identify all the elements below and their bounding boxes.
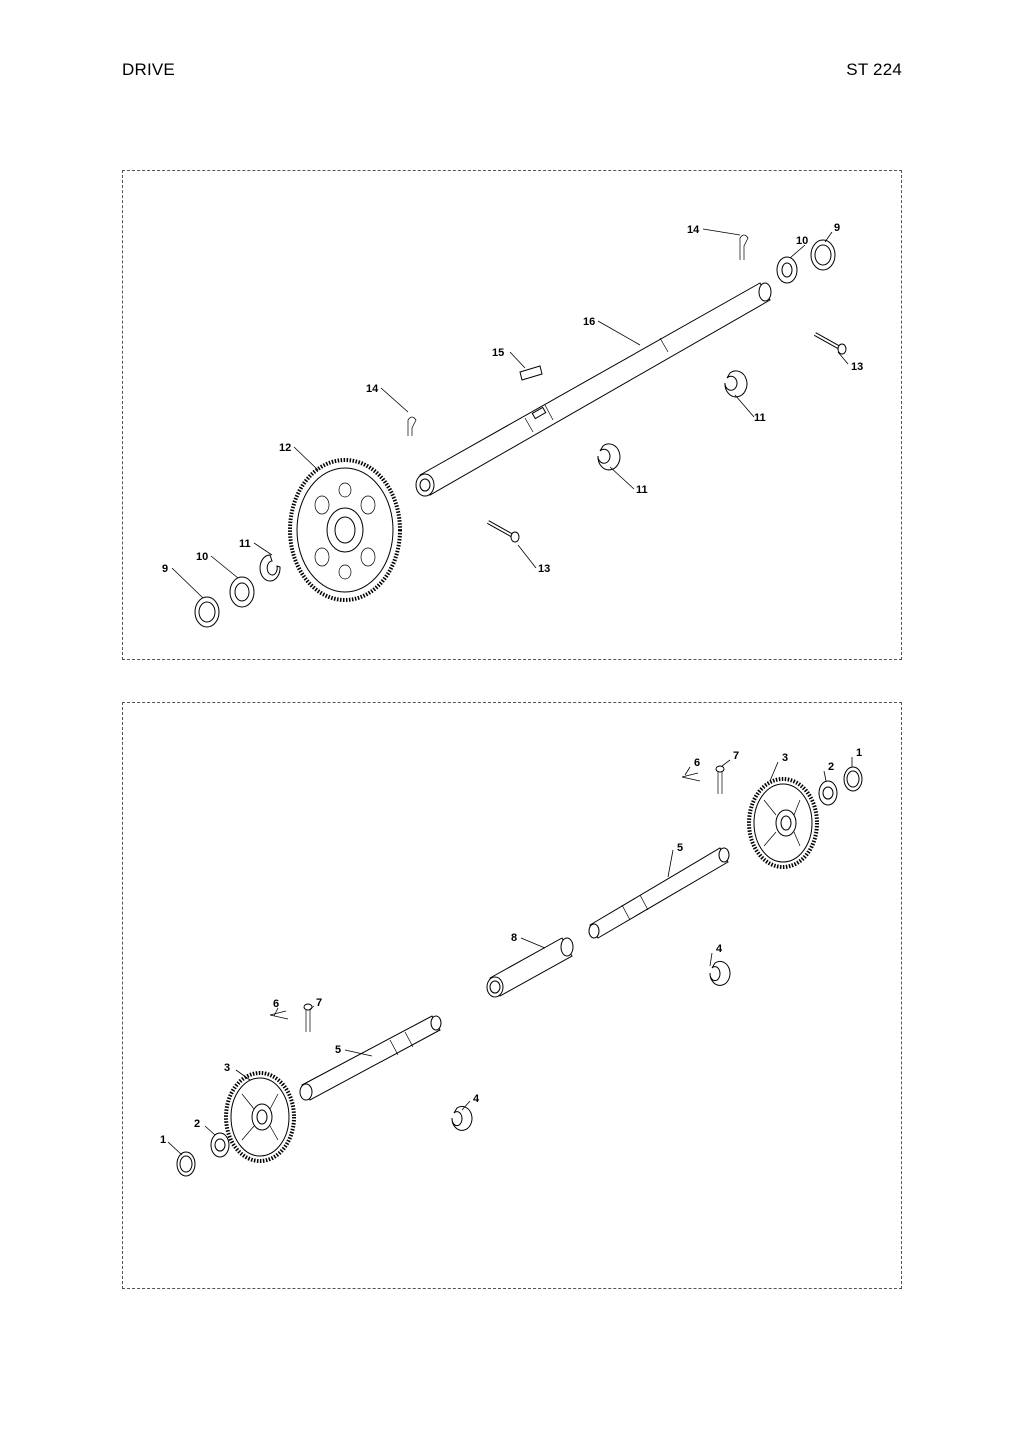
bearing-2-right (818, 780, 838, 806)
callout-16: 16 (583, 316, 595, 328)
callout-1: 1 (856, 747, 862, 759)
clevis-pin-7-right (715, 765, 725, 794)
large-gear-12 (288, 458, 402, 602)
callout-5: 5 (335, 1044, 341, 1056)
clevis-pin-7-left (303, 1003, 313, 1032)
pin-13-right (814, 332, 847, 355)
drive-gear-3-right (747, 777, 819, 869)
washer-9-left (194, 596, 220, 628)
callout-3: 3 (224, 1062, 230, 1074)
callout-2: 2 (194, 1118, 200, 1130)
callout-14: 14 (366, 383, 379, 395)
drive-gear-3-left (224, 1071, 296, 1163)
e-clip-4-right (709, 960, 731, 986)
callout-9: 9 (834, 222, 840, 234)
bearing-2-left (210, 1132, 230, 1158)
callout-11: 11 (239, 538, 251, 550)
bearing-10-right (776, 256, 798, 284)
callout-1: 1 (160, 1134, 166, 1146)
callout-10: 10 (196, 551, 208, 563)
callout-6: 6 (694, 757, 700, 769)
callout-7: 7 (316, 997, 322, 1009)
hair-pin-14-upper (739, 234, 749, 260)
washer-1-left (176, 1151, 196, 1177)
bottom-diagram-frame (122, 702, 902, 1289)
bearing-10-left (229, 576, 255, 608)
callout-4: 4 (473, 1093, 480, 1105)
callout-9: 9 (162, 563, 168, 575)
top-diagram-frame (122, 170, 902, 660)
callout-13: 13 (538, 563, 550, 575)
axle-shaft-5-lower (299, 1015, 442, 1101)
callout-12: 12 (279, 442, 291, 454)
callout-11: 11 (636, 484, 648, 496)
key-15 (519, 365, 543, 381)
spacer-tube-8 (486, 937, 574, 998)
callout-5: 5 (677, 842, 683, 854)
e-clip-11-middle (597, 443, 621, 471)
callout-4: 4 (716, 943, 723, 955)
callout-6: 6 (273, 998, 279, 1010)
callout-8: 8 (511, 932, 517, 944)
axle-shaft-5-upper (588, 847, 730, 939)
washer-9-right (810, 239, 836, 271)
section-title: DRIVE (122, 60, 175, 79)
e-clip-11-left (259, 554, 281, 582)
callout-14: 14 (687, 224, 700, 236)
callout-13: 13 (851, 361, 863, 373)
e-clip-11-upper (724, 370, 748, 398)
cotter-pin-6-right (681, 772, 701, 782)
callout-2: 2 (828, 761, 834, 773)
callout-15: 15 (492, 347, 504, 359)
main-shaft-16 (415, 282, 772, 497)
e-clip-4-left (451, 1105, 473, 1131)
pin-13-left (487, 520, 520, 543)
callout-7: 7 (733, 750, 739, 762)
callout-11: 11 (754, 412, 766, 424)
callout-3: 3 (782, 752, 788, 764)
washer-1-right (843, 766, 863, 792)
model-number: ST 224 (846, 60, 902, 79)
callout-10: 10 (796, 235, 808, 247)
hair-pin-14-lower (407, 416, 417, 436)
cotter-pin-6-left (269, 1010, 289, 1020)
